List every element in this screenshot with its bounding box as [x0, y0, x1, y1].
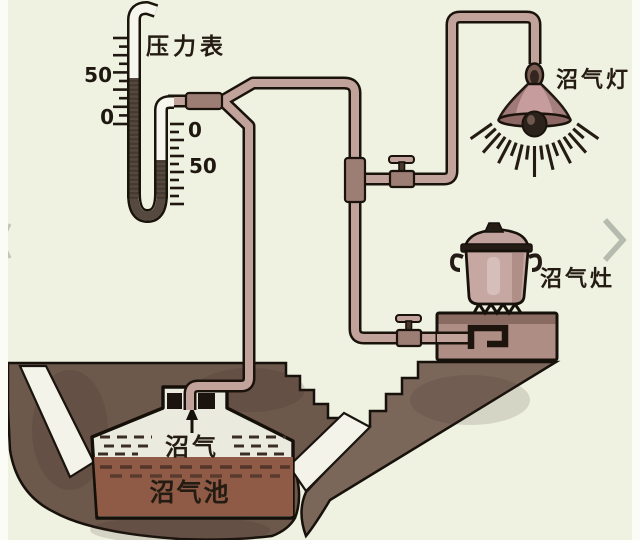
biogas-digester-label: 沼气池 — [149, 478, 230, 507]
light-ray — [562, 136, 574, 150]
pot-highlight — [487, 257, 500, 295]
pot-support-prongs — [472, 301, 523, 316]
digester-tank: 沼气 沼气池 — [90, 385, 295, 520]
biogas-lamp — [469, 62, 600, 177]
slurry-dashes — [100, 465, 290, 478]
stove-branch-pipe — [355, 168, 440, 338]
left-scale-bottom-value: 0 — [100, 105, 114, 129]
right-tube — [156, 97, 175, 199]
light-ray — [539, 145, 544, 160]
light-ray — [572, 127, 585, 140]
right-scale-ticks — [170, 122, 184, 206]
biogas-stove — [435, 222, 559, 362]
lamp-branch-pipe — [355, 17, 535, 179]
light-ray — [576, 122, 600, 141]
pot-lid-knob — [483, 222, 505, 233]
stove-body — [437, 313, 557, 360]
earth-texture — [90, 516, 270, 540]
right-scale-bottom-value: 50 — [189, 154, 217, 178]
y-junction-coupling — [184, 91, 224, 111]
lamp-neck-shade — [530, 70, 539, 84]
left-scale-ticks — [113, 36, 127, 126]
light-ray — [509, 142, 518, 157]
fittings — [184, 91, 423, 348]
outlet-channel — [287, 411, 372, 493]
earth-wedge-under-stove — [300, 360, 561, 539]
neck-fitting-left — [167, 393, 182, 409]
earth-texture — [410, 375, 530, 425]
left-scale-top-value: 50 — [84, 63, 112, 87]
next-arrow-icon[interactable] — [602, 218, 627, 262]
gas-flow-arrow — [186, 406, 198, 433]
lamp-light-rays — [469, 122, 600, 177]
biogas-stove-label: 沼气灶 — [540, 266, 615, 292]
lamp-mantle — [521, 110, 548, 138]
t-junction-coupling — [343, 156, 367, 204]
light-ray — [497, 139, 512, 164]
pot-handle-right — [528, 253, 543, 272]
stove-top-band — [437, 313, 557, 324]
light-ray — [525, 145, 530, 160]
stove-valve — [395, 314, 423, 348]
neck-fitting-right — [198, 393, 215, 409]
gas-dashes — [98, 435, 288, 456]
manometer: 50 0 0 50 — [84, 1, 217, 223]
biogas-lamp-label: 沼气灯 — [556, 67, 631, 93]
pot-shade — [512, 253, 524, 303]
stove-burner-pipe — [467, 324, 509, 349]
light-ray — [551, 142, 560, 157]
light-ray — [514, 144, 524, 171]
light-ray — [567, 132, 588, 154]
stove-branch-pipe-outline — [355, 168, 440, 338]
right-edge-strip — [632, 0, 640, 540]
left-tube — [129, 3, 158, 199]
biogas-gas-label: 沼气 — [165, 433, 219, 461]
diagram-labels: 压力表 沼气灯 沼气灶 — [146, 34, 631, 292]
light-ray — [484, 127, 497, 140]
right-scale-top-value: 0 — [188, 118, 202, 142]
pot-handle-left — [449, 253, 464, 272]
light-ray — [545, 144, 555, 171]
light-ray — [481, 132, 502, 154]
light-ray — [557, 139, 572, 164]
pressure-gauge-label: 压力表 — [146, 34, 227, 60]
lamp-shade-shadow-right — [540, 84, 570, 119]
slurry-pool — [94, 457, 293, 516]
lamp-shade-shadow-left — [499, 84, 529, 119]
lamp-mantle-highlight — [527, 115, 535, 125]
lamp-branch-pipe-outline — [355, 17, 535, 179]
left-edge-strip — [0, 0, 8, 540]
cooking-pot — [449, 222, 543, 306]
light-ray — [495, 136, 507, 150]
pot-body — [464, 249, 530, 306]
lamp-valve — [388, 155, 416, 189]
light-ray — [469, 122, 493, 141]
liquid-u-bend — [129, 193, 166, 221]
